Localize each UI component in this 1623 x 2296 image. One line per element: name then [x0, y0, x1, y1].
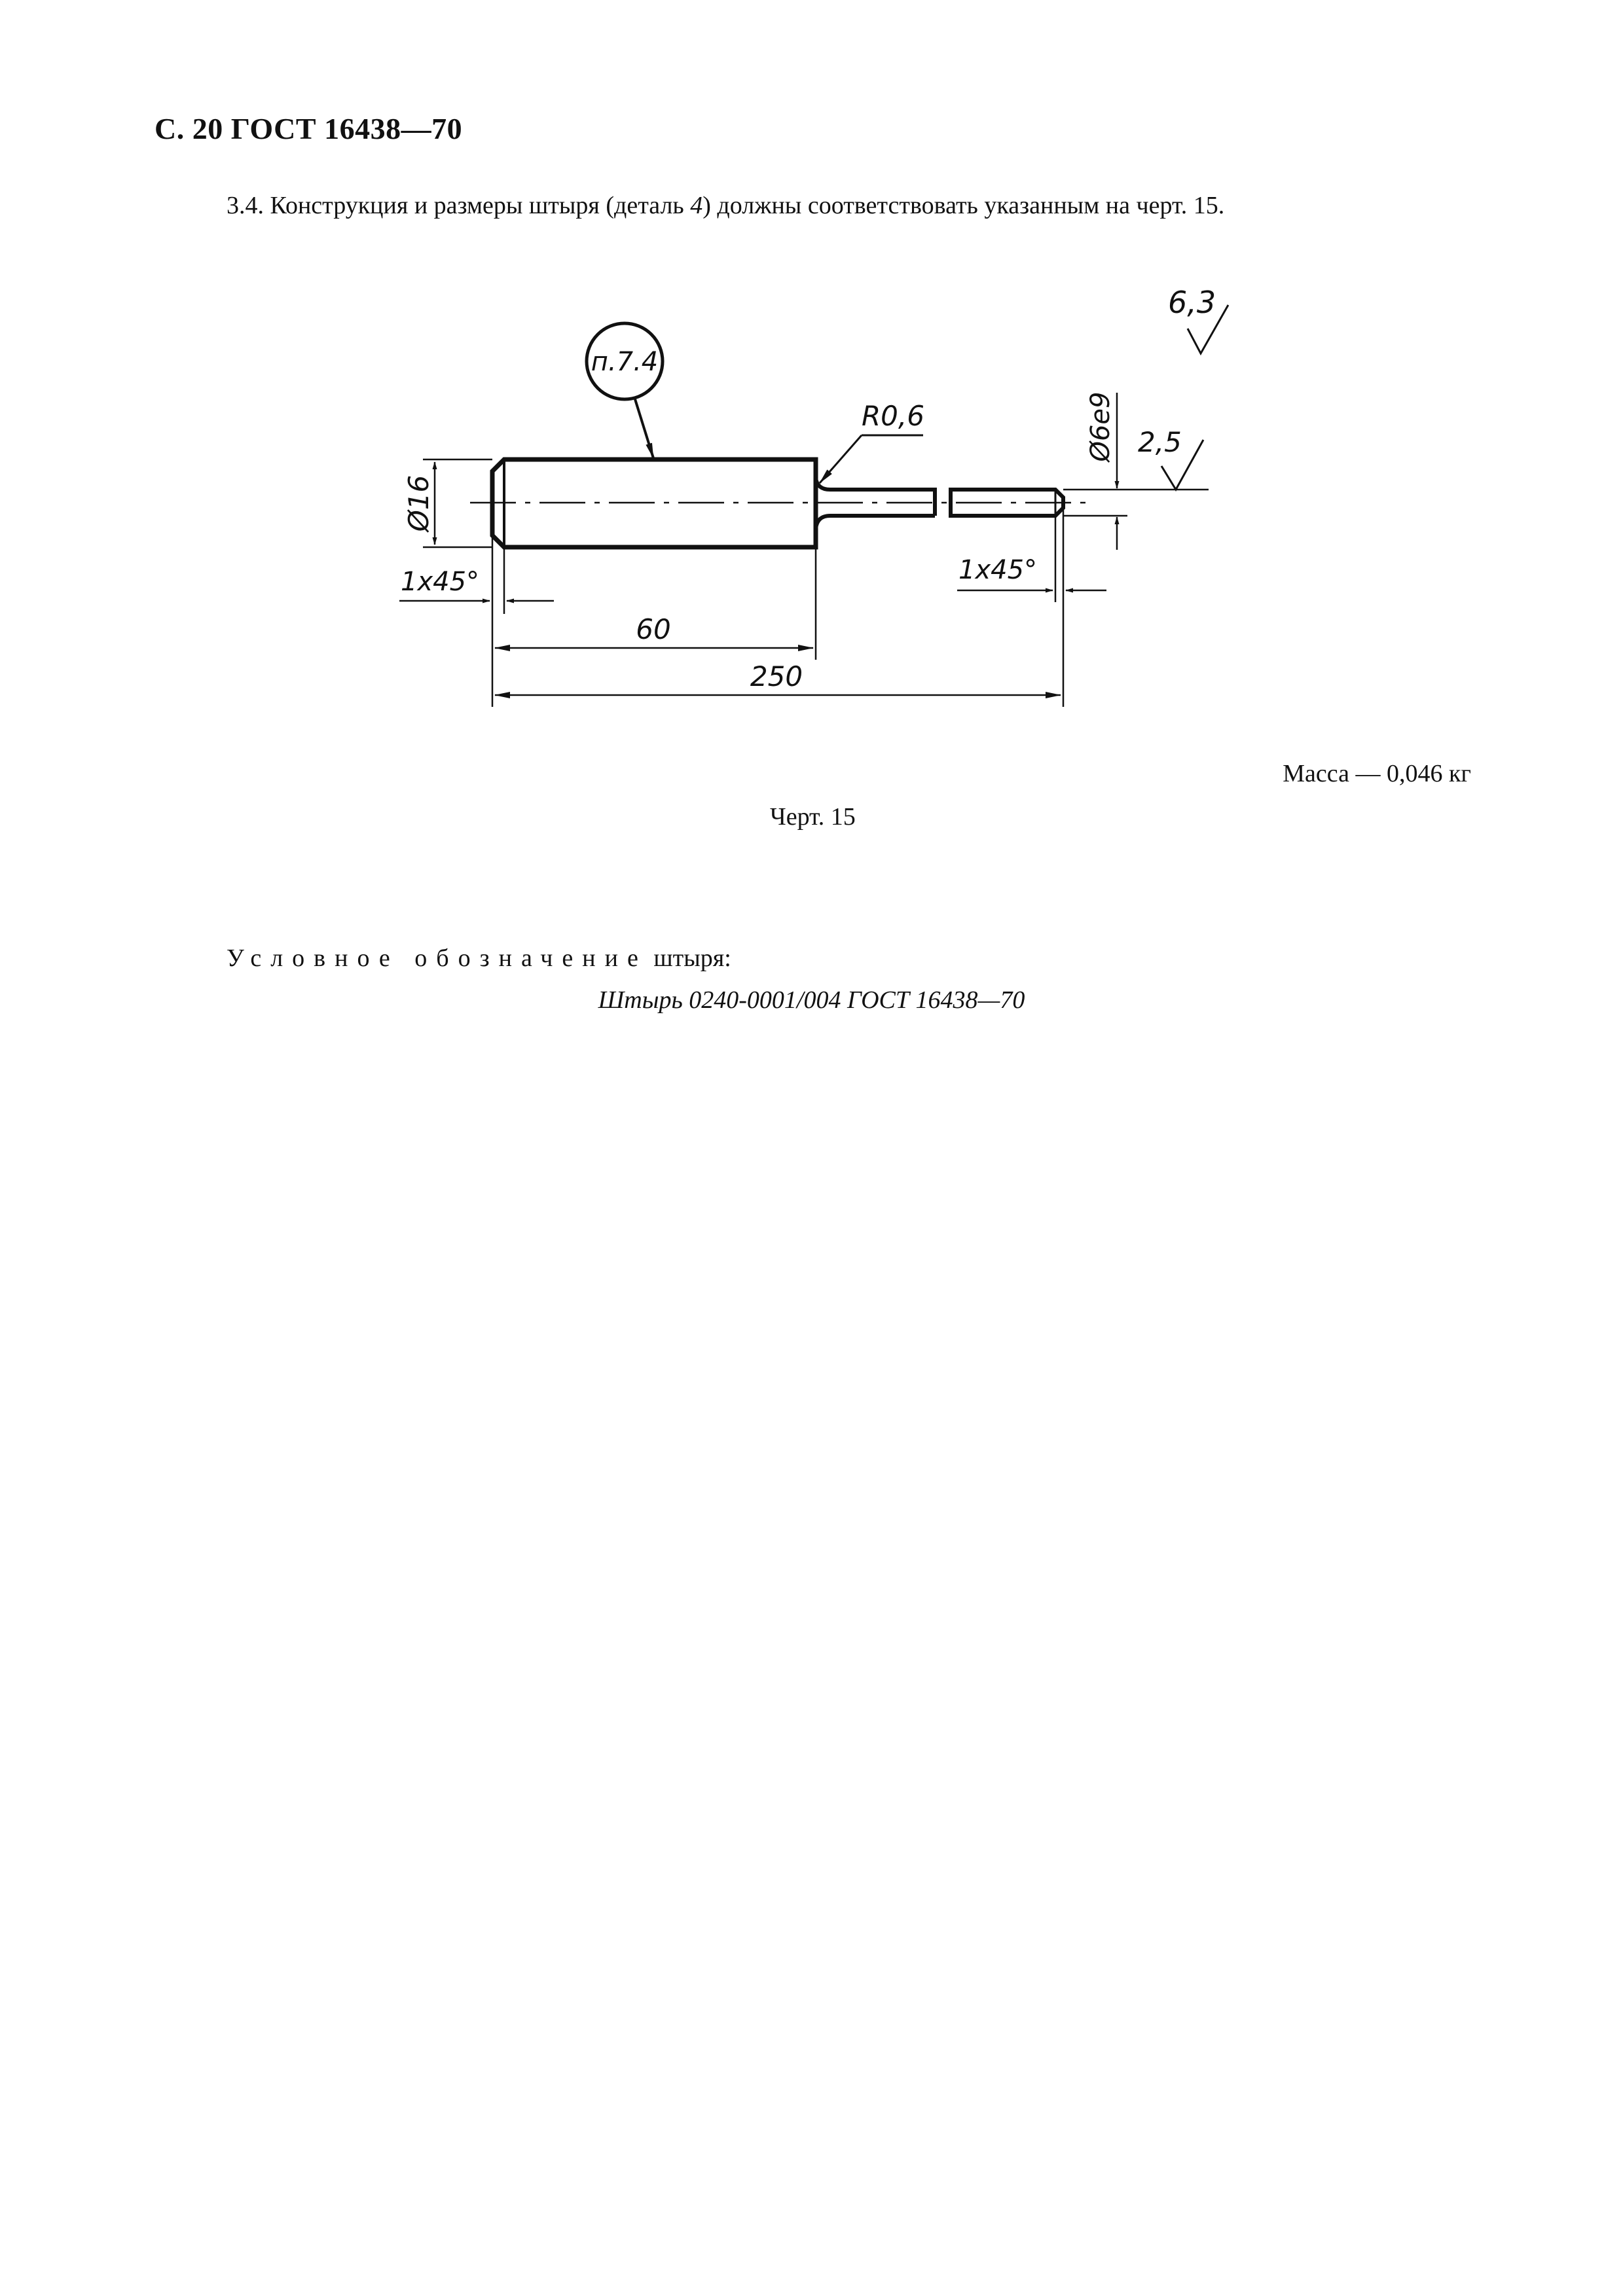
callout-leader	[634, 399, 655, 459]
length-total-label: 250	[750, 660, 803, 692]
paragraph-3-4: 3.4. Конструкция и размеры штыря (деталь…	[227, 191, 1224, 220]
roughness-general-icon	[1186, 304, 1230, 356]
paragraph-text-start: 3.4. Конструкция и размеры штыря (деталь	[227, 192, 691, 219]
radius-leader	[818, 435, 863, 484]
paragraph-text-end: ) должны соответствовать указанным на че…	[702, 192, 1225, 219]
shank-upper-left	[814, 477, 937, 516]
shank-lower-left	[814, 514, 935, 529]
roughness-general-label: 6,3	[1168, 285, 1216, 320]
page-header: С. 20 ГОСТ 16438—70	[155, 112, 463, 145]
figure-caption: Черт. 15	[770, 803, 856, 831]
callout-label: п.7.4	[591, 347, 658, 377]
roughness-local-icon	[1160, 439, 1205, 492]
designation-label: Условное обозначение штыря:	[227, 944, 731, 973]
chamfer-right-label: 1x45°	[958, 555, 1037, 585]
callout-circle	[585, 321, 665, 401]
diameter-small-label: Ø6e9	[1085, 392, 1116, 463]
length-head-label: 60	[636, 613, 670, 645]
diameter-large-label: Ø16	[403, 475, 435, 533]
radius-label: R0,6	[862, 400, 924, 432]
designation-example: Штырь 0240-0001/004 ГОСТ 16438—70	[598, 986, 1025, 1014]
detail-number: 4	[690, 192, 703, 219]
roughness-local-label: 2,5	[1138, 426, 1182, 458]
mass-note: Масса — 0,046 кг	[1283, 760, 1471, 787]
designation-label-rest: штыря:	[647, 944, 731, 972]
designation-label-spaced: Условное обозначение	[227, 944, 647, 972]
chamfer-left-label: 1x45°	[401, 567, 479, 597]
technical-drawing-pin: п.7.4 R0,6 Ø16 Ø6e9 2,5 6,3 1x45° 1x45° …	[399, 285, 1230, 707]
